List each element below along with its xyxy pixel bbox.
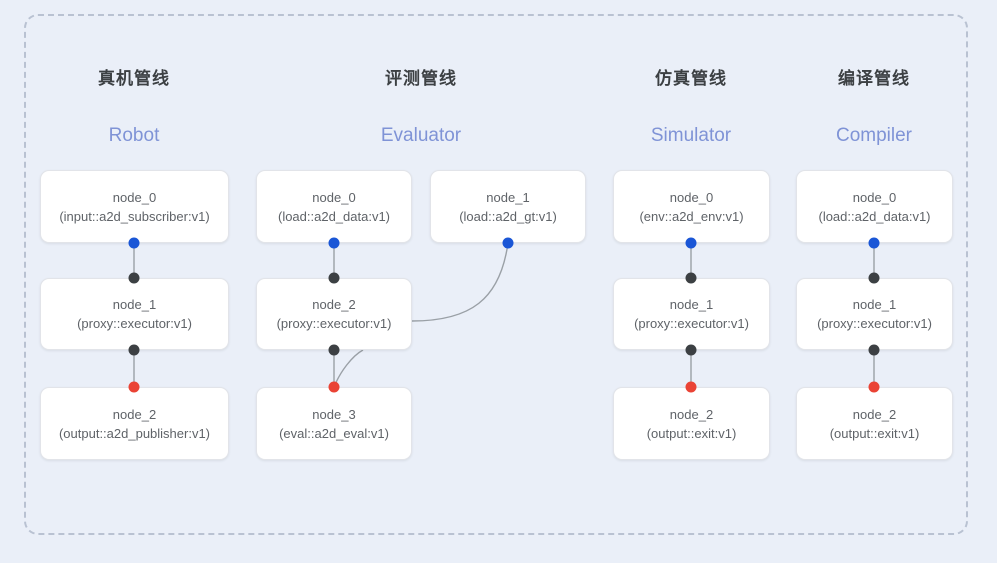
column-subtitle-robot: Robot bbox=[108, 125, 160, 146]
port-input-robot-1[interactable] bbox=[128, 272, 140, 284]
column-subtitle-evaluator: Evaluator bbox=[380, 125, 462, 146]
node-label-name: node_1 bbox=[852, 297, 897, 312]
node-label-name: node_2 bbox=[112, 406, 157, 422]
node-compiler-2[interactable]: node_2 (output::exit:v1) bbox=[796, 387, 953, 460]
node-label-type: (output::exit:v1) bbox=[829, 425, 920, 441]
node-label-type: (load::a2d_data:v1) bbox=[277, 208, 391, 224]
diagram-dashed-frame bbox=[24, 14, 968, 535]
node-label-type: (proxy::executor:v1) bbox=[276, 316, 392, 331]
node-compiler-1[interactable]: node_1 (proxy::executor:v1) bbox=[796, 278, 953, 350]
port-input-simulator-1[interactable] bbox=[685, 272, 697, 284]
port-input-compiler-1[interactable] bbox=[868, 272, 880, 284]
node-label-name: node_0 bbox=[112, 189, 157, 205]
node-simulator-2[interactable]: node_2 (output::exit:v1) bbox=[613, 387, 770, 460]
node-label-type: (proxy::executor:v1) bbox=[634, 316, 749, 331]
port-output-evaluator-gt[interactable] bbox=[502, 237, 514, 249]
node-compiler-0[interactable]: node_0 (load::a2d_data:v1) bbox=[796, 170, 953, 243]
node-label-name: node_1 bbox=[669, 297, 714, 312]
port-terminal-compiler-2[interactable] bbox=[868, 381, 880, 393]
node-label-name: node_1 bbox=[112, 297, 157, 312]
port-output-evaluator-2[interactable] bbox=[328, 344, 340, 356]
node-simulator-0[interactable]: node_0 (env::a2d_env:v1) bbox=[613, 170, 770, 243]
node-label-type: (input::a2d_subscriber:v1) bbox=[59, 208, 210, 224]
node-label-name: node_2 bbox=[669, 406, 714, 422]
port-input-evaluator-2[interactable] bbox=[328, 272, 340, 284]
node-evaluator-0[interactable]: node_0 (load::a2d_data:v1) bbox=[256, 170, 412, 243]
node-evaluator-gt[interactable]: node_1 (load::a2d_gt:v1) bbox=[430, 170, 586, 243]
node-evaluator-2[interactable]: node_2 (proxy::executor:v1) bbox=[256, 278, 412, 350]
port-terminal-robot-2[interactable] bbox=[128, 381, 140, 393]
node-label-type: (proxy::executor:v1) bbox=[77, 316, 192, 331]
node-robot-1[interactable]: node_1 (proxy::executor:v1) bbox=[40, 278, 229, 350]
node-label-type: (output::exit:v1) bbox=[646, 425, 737, 441]
node-simulator-1[interactable]: node_1 (proxy::executor:v1) bbox=[613, 278, 770, 350]
port-terminal-simulator-2[interactable] bbox=[685, 381, 697, 393]
port-output-simulator-0[interactable] bbox=[685, 237, 697, 249]
node-robot-0[interactable]: node_0 (input::a2d_subscriber:v1) bbox=[40, 170, 229, 243]
port-output-compiler-0[interactable] bbox=[868, 237, 880, 249]
node-label-name: node_0 bbox=[669, 189, 714, 205]
node-label-type: (load::a2d_gt:v1) bbox=[459, 208, 557, 224]
node-label-type: (env::a2d_env:v1) bbox=[639, 208, 744, 224]
port-output-robot-1[interactable] bbox=[128, 344, 140, 356]
column-subtitle-compiler: Compiler bbox=[835, 125, 913, 146]
port-output-robot-0[interactable] bbox=[128, 237, 140, 249]
node-label-type: (proxy::executor:v1) bbox=[817, 316, 932, 331]
node-label-name: node_1 bbox=[486, 189, 530, 205]
port-output-compiler-1[interactable] bbox=[868, 344, 880, 356]
column-title-robot: 真机管线 bbox=[98, 69, 170, 88]
node-label-name: node_0 bbox=[312, 189, 356, 205]
column-title-compiler: 编译管线 bbox=[838, 69, 910, 88]
node-label-name: node_0 bbox=[852, 189, 897, 205]
column-title-evaluator: 评测管线 bbox=[385, 69, 457, 88]
node-label-type: (eval::a2d_eval:v1) bbox=[279, 425, 389, 441]
port-output-simulator-1[interactable] bbox=[685, 344, 697, 356]
port-output-evaluator-0[interactable] bbox=[328, 237, 340, 249]
column-title-simulator: 仿真管线 bbox=[655, 69, 727, 88]
node-label-name: node_2 bbox=[312, 297, 356, 312]
node-label-type: (load::a2d_data:v1) bbox=[818, 208, 931, 224]
node-label-name: node_2 bbox=[852, 406, 897, 422]
port-terminal-evaluator-3[interactable] bbox=[328, 381, 340, 393]
node-label-type: (output::a2d_publisher:v1) bbox=[58, 425, 211, 441]
column-subtitle-simulator: Simulator bbox=[650, 125, 732, 146]
node-robot-2[interactable]: node_2 (output::a2d_publisher:v1) bbox=[40, 387, 229, 460]
node-label-name: node_3 bbox=[312, 406, 356, 422]
node-evaluator-3[interactable]: node_3 (eval::a2d_eval:v1) bbox=[256, 387, 412, 460]
